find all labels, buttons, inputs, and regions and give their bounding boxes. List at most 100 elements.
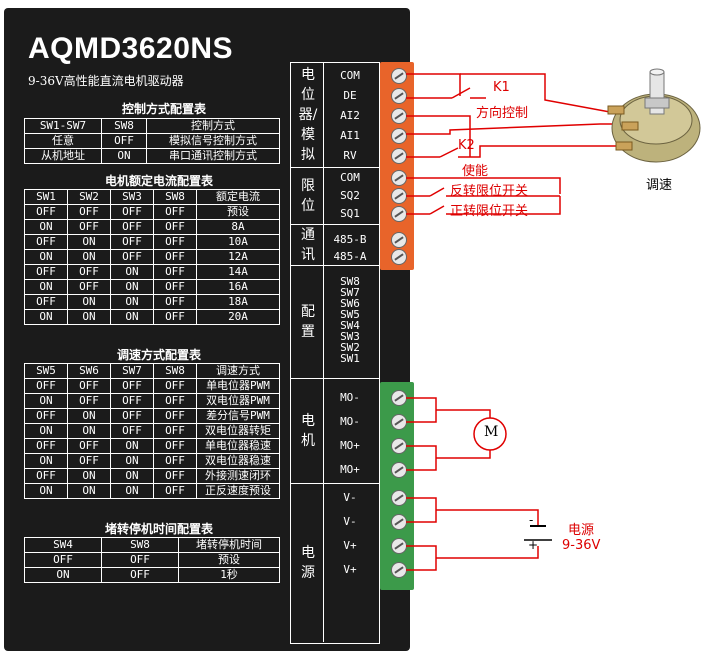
group-limit: 限位	[291, 168, 379, 225]
wire-k1-com	[406, 73, 461, 96]
pin-label: AI1	[340, 129, 360, 142]
table-cell: ON	[67, 309, 111, 325]
wire-motor-plus	[406, 445, 437, 471]
pin-label: SW5	[340, 308, 360, 321]
pin-label: MO+	[340, 463, 360, 476]
table-cell: ON	[110, 279, 154, 295]
wire-limit-com	[406, 177, 561, 194]
pin-label: SW8	[340, 275, 360, 288]
table-cell: 外接测速闭环	[196, 468, 280, 484]
pin-label: RV	[343, 149, 357, 162]
table-cell: OFF	[153, 393, 197, 409]
table-cell: ON	[24, 309, 68, 325]
table-cell: 20A	[196, 309, 280, 325]
terminal-screw	[391, 128, 407, 144]
pin-label: SQ2	[340, 189, 360, 202]
pot-label: 调速	[646, 178, 673, 193]
pin-label: COM	[340, 69, 360, 82]
switch-sq2	[429, 187, 445, 197]
wire-k2-b	[458, 145, 620, 158]
table-cell: 16A	[196, 279, 280, 295]
header-cell: SW4	[24, 537, 102, 553]
terminal-screw	[391, 148, 407, 164]
wire-power-plus-b	[436, 546, 539, 559]
driver-panel: AQMD3620NS 9-36V高性能直流电机驱动器 控制方式配置表 SW1-S…	[4, 8, 410, 651]
wire-power-minus-b	[436, 509, 539, 526]
terminal-screw	[391, 232, 407, 248]
pin-label: 485-B	[333, 233, 367, 246]
group-power: 电源	[291, 484, 379, 642]
table-cell: ON	[110, 483, 154, 499]
table-cell: OFF	[153, 408, 197, 424]
power-range: 9-36V	[562, 538, 601, 553]
pin-label: 485-A	[333, 250, 367, 263]
pin-label: AI2	[340, 109, 360, 122]
table-cell: ON	[110, 468, 154, 484]
header-cell: SW7	[110, 363, 154, 379]
table-cell: 双电位器稳速	[196, 453, 280, 469]
group-label: 配置	[301, 304, 315, 340]
wire-k2-com	[406, 115, 471, 157]
pin-label: SW6	[340, 297, 360, 310]
wire-power-plus	[406, 545, 437, 571]
header-cell: SW8	[153, 189, 197, 205]
pin-label: DE	[343, 89, 357, 102]
direction-label: 方向控制	[476, 106, 529, 121]
table-cell: 1秒	[178, 567, 280, 583]
pin-label: SW4	[340, 319, 360, 332]
group-config: 配置	[291, 266, 379, 379]
table-cell: ON	[110, 294, 154, 310]
wire-pot-com	[460, 73, 611, 113]
table-cell: 串口通讯控制方式	[146, 148, 280, 164]
pin-label: V-	[343, 515, 357, 528]
wire-motor-minus-m	[436, 409, 491, 418]
terminal-screw	[391, 88, 407, 104]
potentiometer-icon	[607, 68, 701, 163]
pin-label: COM	[340, 171, 360, 184]
wire-pot-ai1	[406, 123, 630, 135]
forward-limit-label: 正转限位开关	[450, 204, 529, 219]
table-cell: OFF	[153, 309, 197, 325]
pin-label: SW1	[340, 352, 360, 365]
motor-letter: M	[484, 424, 499, 440]
table-cell: OFF	[153, 204, 197, 220]
table-cell: OFF	[67, 219, 111, 235]
pin-label: V-	[343, 491, 357, 504]
table-cell: ON	[110, 309, 154, 325]
pin-label: MO-	[340, 391, 360, 404]
wire-power-minus	[406, 497, 437, 523]
group-label: 电机	[301, 413, 315, 449]
stall-table-title: 堵转停机时间配置表	[104, 522, 213, 536]
table-cell: ON	[24, 279, 68, 295]
pin-label: SW2	[340, 341, 360, 354]
pin-label: V+	[343, 563, 357, 576]
table-cell: ON	[110, 453, 154, 469]
header-cell: 堵转停机时间	[178, 537, 280, 553]
control-mode-title: 控制方式配置表	[121, 102, 206, 116]
pin-label: V+	[343, 539, 357, 552]
group-label: 电源	[301, 545, 315, 581]
table-cell: ON	[67, 483, 111, 499]
group-label: 电位器/模拟	[298, 67, 318, 163]
table-cell: ON	[67, 408, 111, 424]
reverse-limit-label: 反转限位开关	[450, 184, 529, 199]
wire-motor-plus-m	[436, 450, 491, 459]
battery-plus: +	[528, 538, 539, 552]
current-table-title: 电机额定电流配置表	[104, 174, 213, 188]
group-motor: 电机	[291, 379, 379, 484]
